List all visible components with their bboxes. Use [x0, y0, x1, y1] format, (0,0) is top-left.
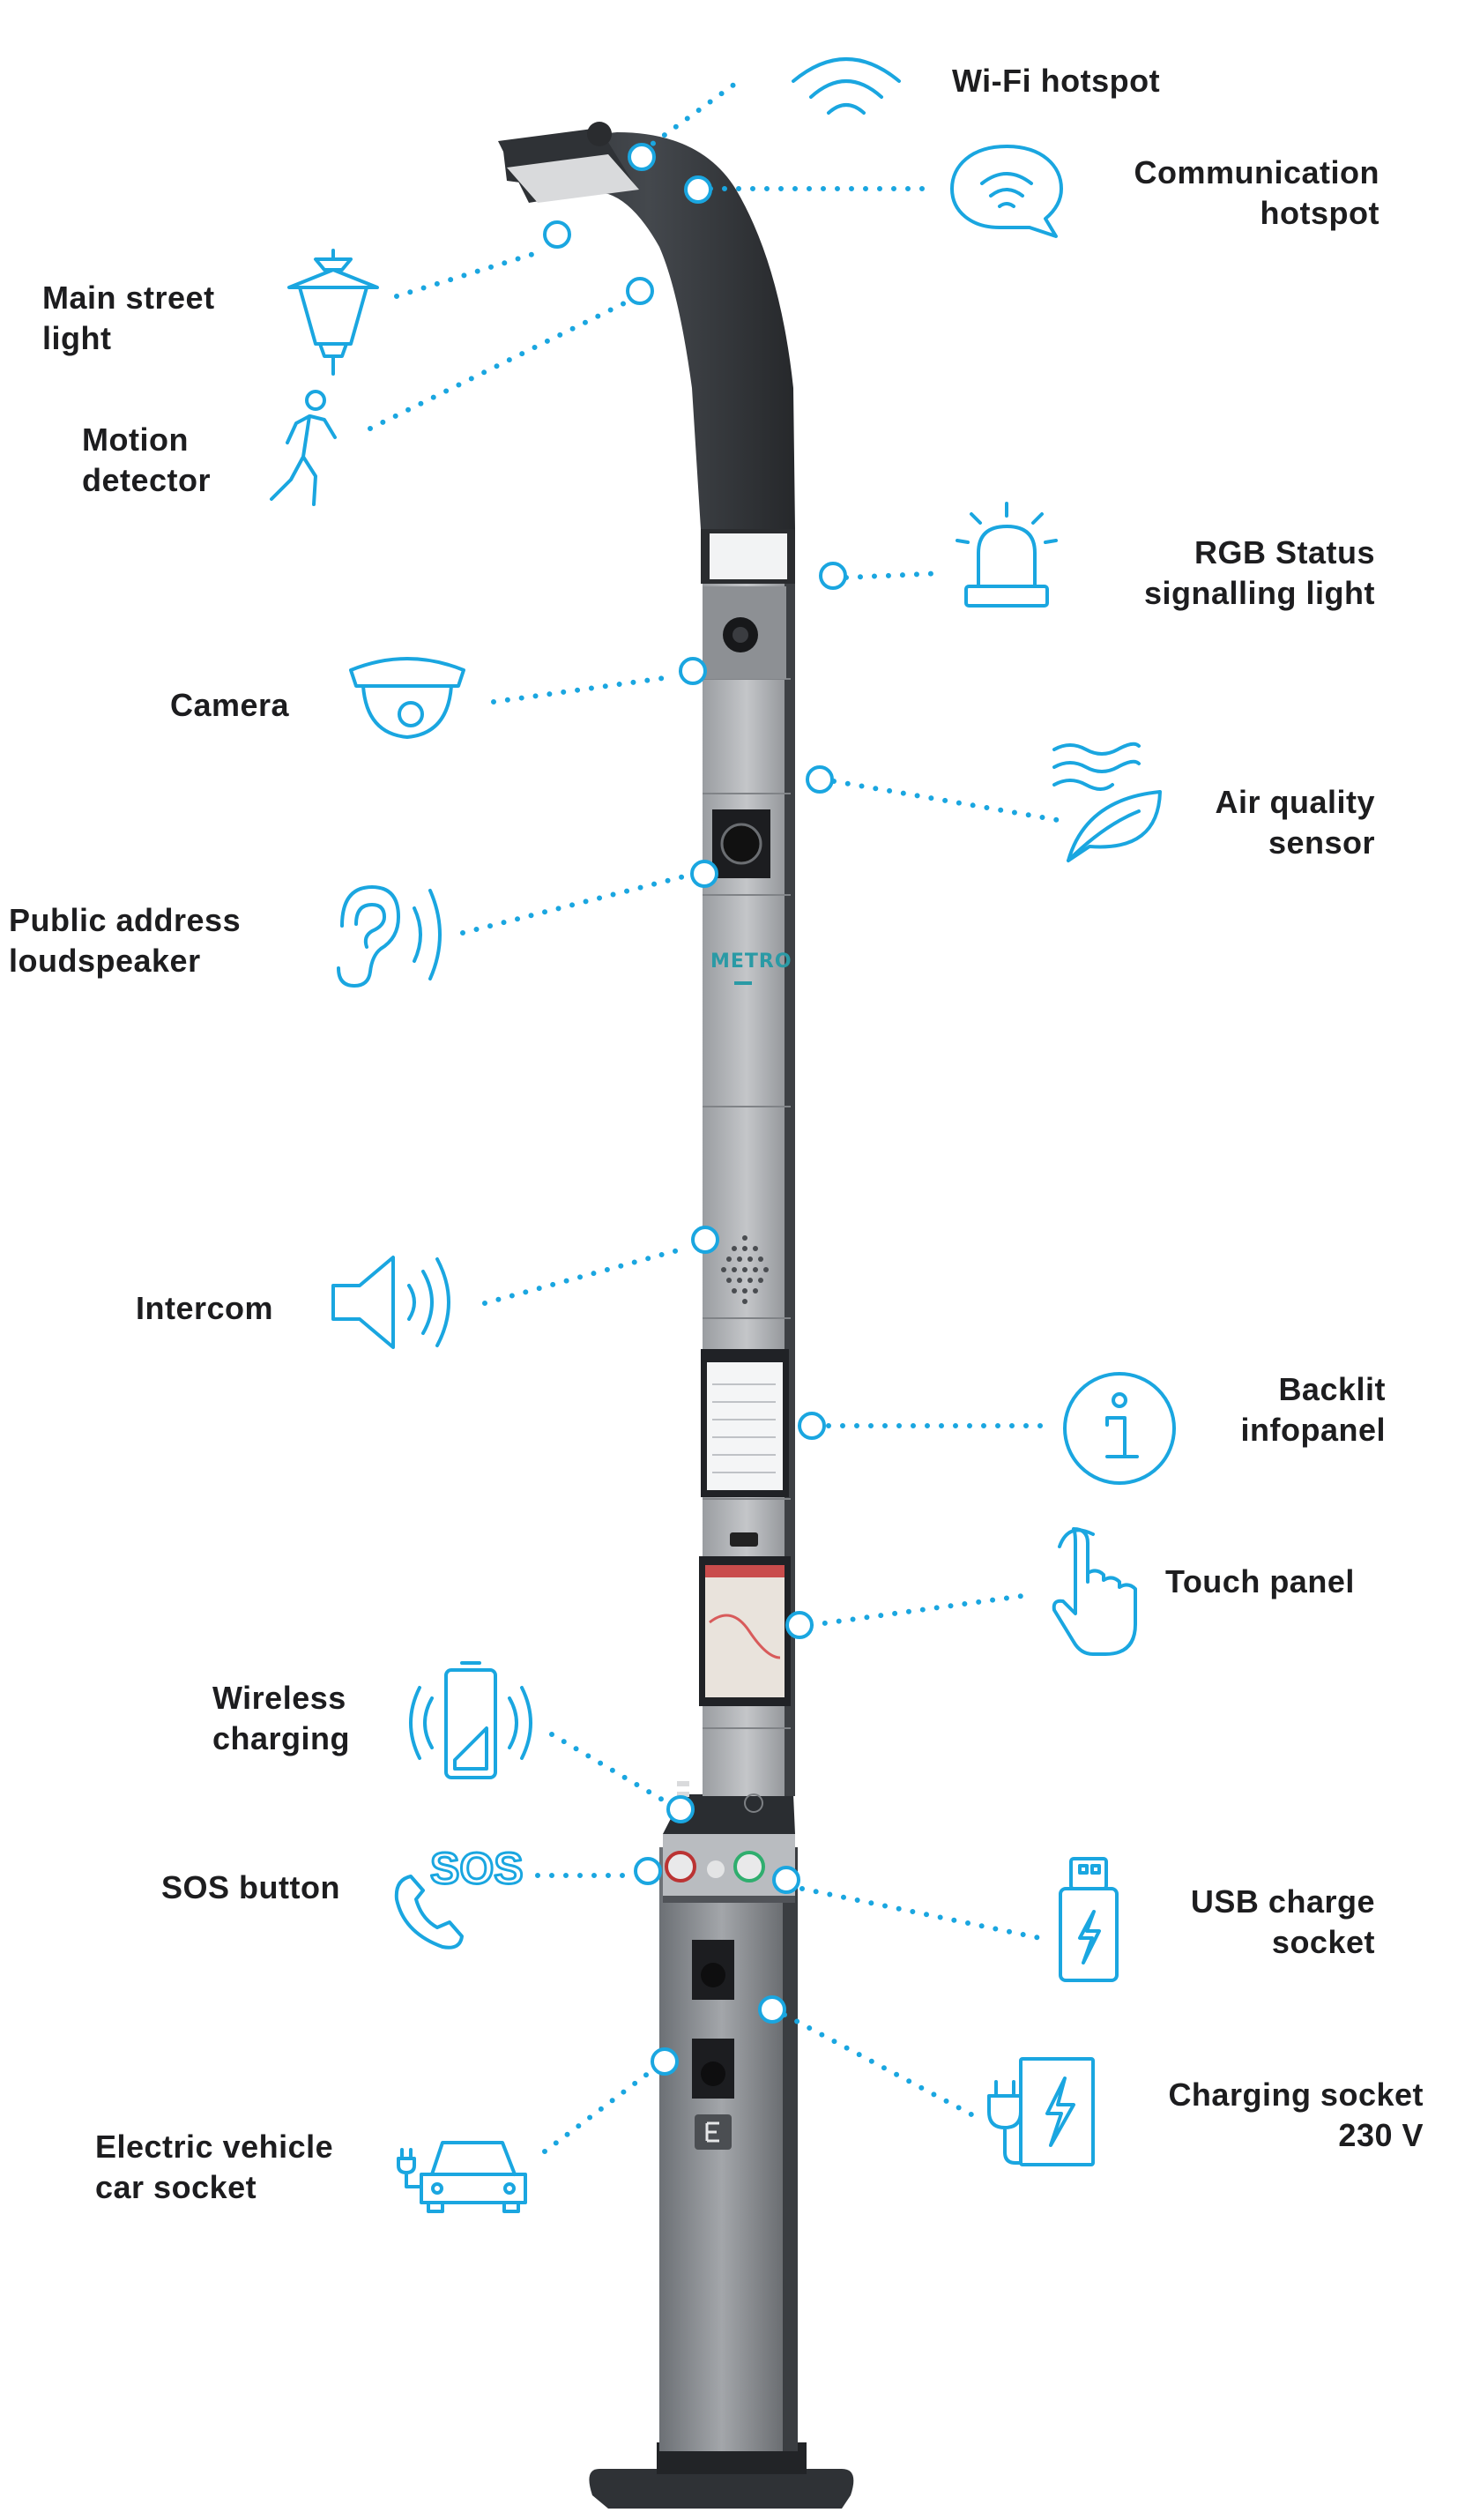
marker-ev-socket — [651, 2047, 679, 2076]
marker-public-address — [690, 860, 718, 888]
siren-icon — [956, 502, 1058, 608]
marker-main-street-light — [543, 220, 571, 249]
label-camera: Camera — [170, 687, 290, 723]
marker-wifi — [628, 143, 656, 171]
chat-bubble-icon — [950, 145, 1063, 238]
leaf-wind-icon — [1052, 742, 1162, 862]
marker-backlit-infopanel — [798, 1412, 826, 1440]
wifi-icon — [792, 57, 901, 115]
info-icon — [1063, 1372, 1176, 1485]
svg-text:SOS: SOS — [430, 1844, 524, 1893]
marker-rgb-status — [819, 562, 847, 590]
sos-phone-icon: SOS — [394, 1843, 524, 1950]
marker-usb-charge — [772, 1866, 800, 1894]
pointing-hand-icon — [1052, 1527, 1137, 1656]
marker-camera — [679, 657, 707, 685]
battery-wireless-icon — [409, 1661, 532, 1779]
street-lamp-icon — [287, 249, 379, 376]
label-intercom: Intercom — [136, 1290, 274, 1326]
label-sos-button: SOS button — [161, 1869, 340, 1905]
label-touch-panel: Touch panel — [1165, 1563, 1355, 1599]
label-wifi: Wi-Fi hotspot — [952, 63, 1161, 99]
marker-air-quality — [806, 765, 834, 794]
metro-logo: METRO — [710, 951, 792, 973]
marker-charging-socket — [758, 1995, 786, 2024]
ear-icon — [337, 885, 442, 988]
marker-intercom — [691, 1226, 719, 1254]
electric-car-icon — [397, 2141, 527, 2213]
marker-wireless-charging — [666, 1795, 695, 1823]
marker-motion-detector — [626, 277, 654, 305]
speaker-icon — [331, 1256, 450, 1349]
marker-sos-button — [634, 1857, 662, 1885]
usb-stick-icon — [1059, 1857, 1119, 1982]
marker-communication — [684, 175, 712, 204]
marker-touch-panel — [785, 1611, 814, 1639]
dome-camera-icon — [349, 657, 465, 739]
walking-person-icon — [270, 390, 337, 506]
plug-bolt-icon — [987, 2057, 1095, 2166]
